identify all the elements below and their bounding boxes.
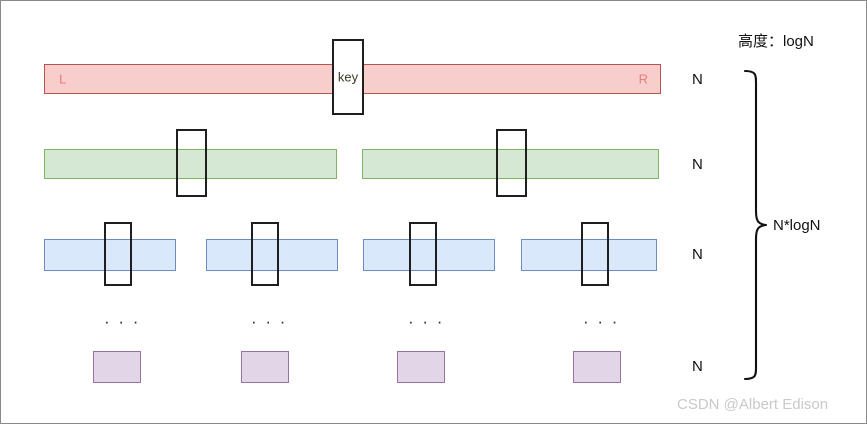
level-4-bar (93, 351, 141, 383)
split-marker-box (496, 129, 527, 197)
ellipsis-marker: · · · (251, 312, 288, 331)
level-4-bar (241, 351, 289, 383)
key-label: key (337, 69, 359, 85)
level-3-bar (206, 239, 338, 271)
level-3-bar (363, 239, 495, 271)
level-4-bar (573, 351, 621, 383)
height-annotation-label: 高度：logN (738, 33, 814, 50)
key-marker-box: key (332, 39, 364, 115)
split-marker-box (176, 129, 207, 197)
ellipsis-marker: · · · (408, 312, 445, 331)
level-4-bar (397, 351, 445, 383)
level-size-label: N (692, 246, 703, 263)
level-3-bar (44, 239, 176, 271)
level-size-label: N (692, 156, 703, 173)
split-marker-box (251, 222, 279, 286)
level-2-bar (44, 149, 337, 179)
curly-brace-icon (743, 69, 768, 381)
range-right-label: R (638, 71, 648, 87)
split-marker-box (104, 222, 132, 286)
level-size-label: N (692, 358, 703, 375)
split-marker-box (581, 222, 609, 286)
range-left-label: L (59, 71, 67, 87)
level-3-bar (521, 239, 657, 271)
ellipsis-marker: · · · (583, 312, 620, 331)
ellipsis-marker: · · · (104, 312, 141, 331)
split-marker-box (409, 222, 437, 286)
total-complexity-brace (742, 69, 768, 386)
total-complexity-label: N*logN (773, 217, 821, 234)
level-2-bar (362, 149, 659, 179)
level-size-label: N (692, 71, 703, 88)
watermark: CSDN @Albert Edison (677, 396, 829, 413)
